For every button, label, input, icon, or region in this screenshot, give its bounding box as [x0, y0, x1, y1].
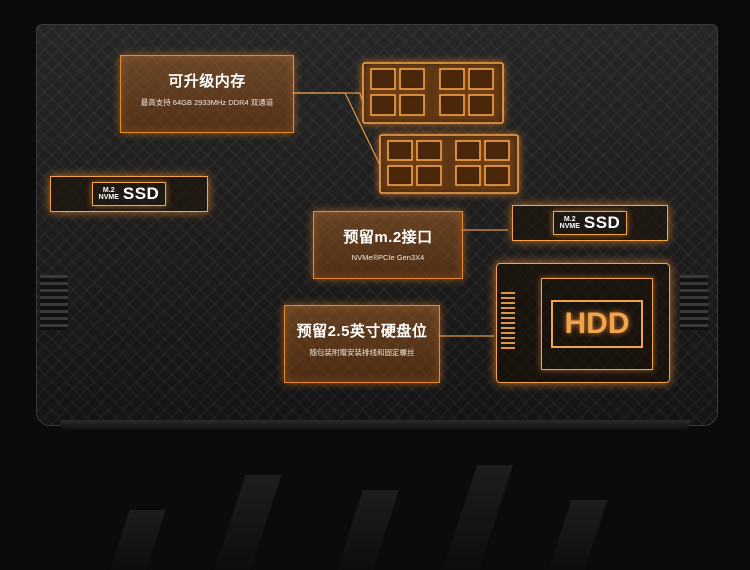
- hdd-label: HDD: [551, 300, 643, 348]
- ssd-right-label: SSD: [583, 213, 621, 232]
- m2-subtitle: NVMe®PCIe Gen3X4: [351, 253, 425, 262]
- laptop-foot-strip: [60, 420, 690, 430]
- ssd-right-line1: M.2: [563, 216, 576, 223]
- hdd-bay-subtitle: 随包装附赠安装排线和固定螺丝: [309, 348, 415, 357]
- ssd-left-line2: NVME: [98, 194, 119, 201]
- hdd-drive: HDD: [496, 263, 670, 383]
- ssd-left-label: SSD: [122, 184, 160, 203]
- m2-title: 预留m.2接口: [343, 229, 433, 246]
- ram-module-2: [379, 134, 519, 194]
- vent-right: [680, 275, 708, 330]
- hdd-bay-title: 预留2.5英寸硬盘位: [296, 323, 428, 340]
- ram-module-1: [362, 62, 504, 124]
- m2-slot-callout: 预留m.2接口 NVMe®PCIe Gen3X4: [313, 211, 463, 279]
- hdd-bay-callout: 预留2.5英寸硬盘位 随包装附赠安装排线和固定螺丝: [284, 305, 440, 383]
- ssd-module-right: M.2 NVME SSD: [512, 205, 668, 241]
- ram-subtitle: 最高支持 64GB 2933MHz DDR4 双通道: [140, 98, 274, 107]
- ssd-left-line1: M.2: [102, 187, 115, 194]
- hdd-plate: [541, 278, 653, 370]
- ram-upgrade-callout: 可升级内存 最高支持 64GB 2933MHz DDR4 双通道: [120, 55, 294, 133]
- ssd-module-left: M.2 NVME SSD: [50, 176, 208, 212]
- ssd-right-line2: NVME: [559, 223, 580, 230]
- ram-title: 可升级内存: [168, 73, 246, 90]
- vent-left: [40, 275, 68, 330]
- hdd-connector: [501, 292, 515, 352]
